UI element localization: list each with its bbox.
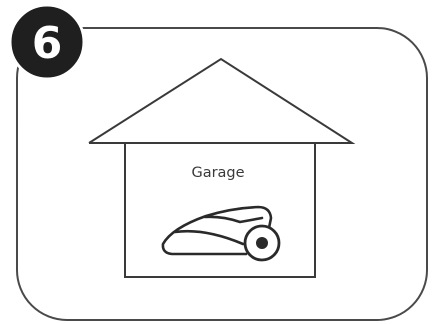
garage-box — [124, 142, 316, 278]
robotic-lawn-mower-icon — [161, 205, 281, 262]
step-badge-circle — [8, 3, 86, 81]
mower-inner-line — [173, 229, 245, 246]
mower-wheel-hub — [256, 237, 268, 249]
mower-canopy-line — [203, 215, 264, 224]
garage-label: Garage — [191, 165, 244, 181]
step-badge: 6 — [8, 3, 86, 81]
panel-frame — [16, 27, 428, 321]
house-outline-icon — [88, 57, 356, 278]
step-number: 6 — [32, 18, 63, 69]
